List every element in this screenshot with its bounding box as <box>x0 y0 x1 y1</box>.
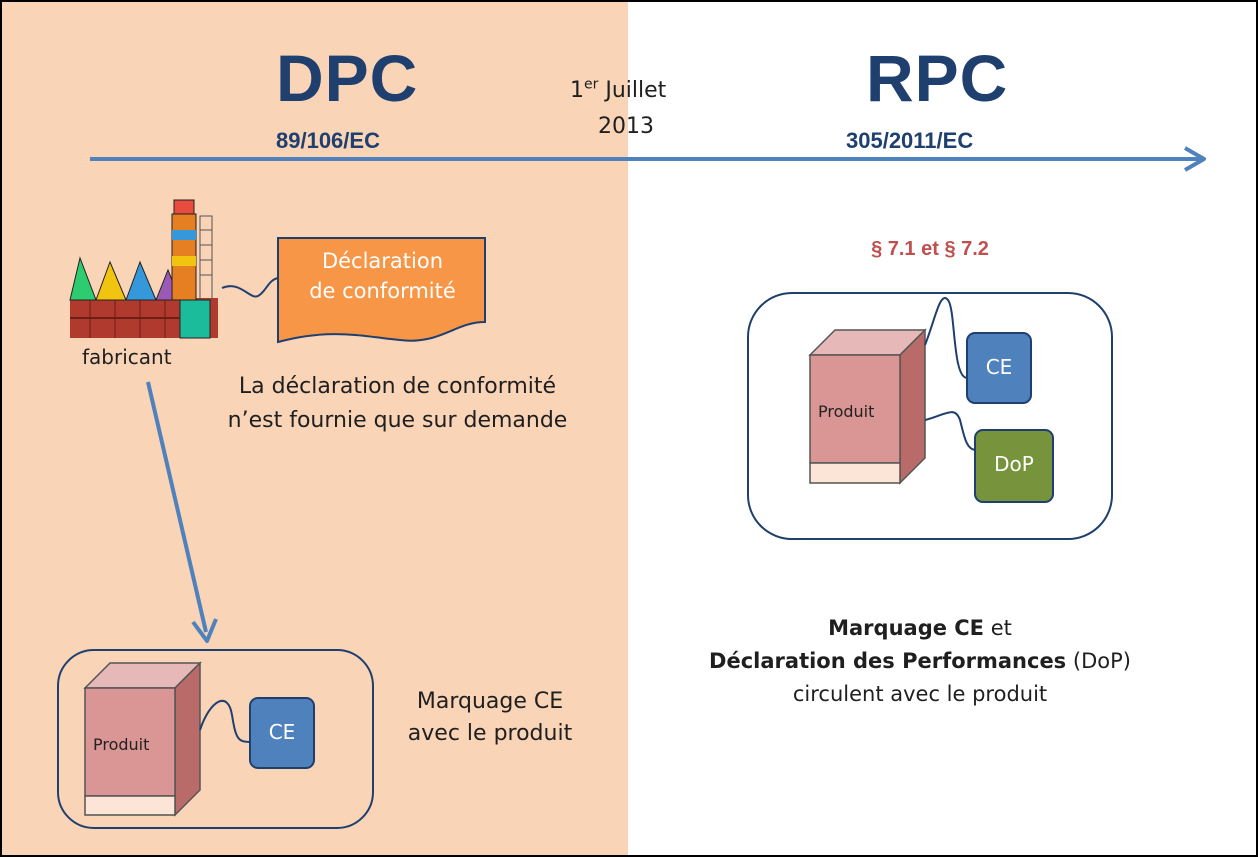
dpc-reference: 89/106/EC <box>276 128 380 153</box>
dpc-note-line1: La déclaration de conformité <box>238 374 557 399</box>
manufacturer-product-arrow-head <box>191 618 218 643</box>
rpc-paragraph-ref: § 7.1 et § 7.2 <box>871 238 989 260</box>
manufacturer-product-arrow <box>146 381 208 633</box>
rpc-ce-label: CE <box>985 355 1013 379</box>
rpc-ce-tag <box>966 332 1032 404</box>
rpc-dop-tag <box>974 429 1054 503</box>
rpc-caption: Marquage CE et Déclaration des Performan… <box>640 612 1200 711</box>
dpc-product-frame <box>57 649 374 829</box>
rpc-caption-text1: et <box>990 616 1012 640</box>
rpc-caption-bold1: Marquage CE <box>828 616 985 640</box>
rpc-dop-label: DoP <box>994 452 1034 476</box>
rpc-title: RPC <box>866 41 1009 115</box>
document-shape <box>277 237 486 344</box>
manufacturer-label: fabricant <box>82 345 172 369</box>
rpc-reference: 305/2011/EC <box>846 128 974 153</box>
dpc-ce-tag <box>249 697 315 769</box>
rpc-ce-connector <box>924 297 969 379</box>
dpc-caption-line1: Marquage CE <box>416 689 564 714</box>
dpc-caption-line2: avec le produit <box>407 721 573 746</box>
date-suffix: er <box>584 76 599 93</box>
rpc-dop-connector <box>924 411 977 451</box>
date-year: 2013 <box>598 114 654 139</box>
factory-icon <box>69 199 218 339</box>
date-day: 1 <box>570 78 584 103</box>
dpc-product-label: Produit <box>93 735 150 754</box>
factory-document-connector <box>221 277 279 298</box>
rpc-product-box <box>808 328 927 485</box>
document-label: Déclaration de conformité <box>280 246 485 306</box>
rpc-caption-text2: (DoP) <box>1072 649 1131 673</box>
dpc-note-line2: n’est fournie que sur demande <box>227 408 568 433</box>
dpc-title: DPC <box>276 41 419 115</box>
document-label-line1: Déclaration <box>321 249 444 273</box>
transition-date-line1: 1er Juillet <box>570 78 666 103</box>
document-label-line2: de conformité <box>309 279 456 303</box>
rpc-caption-line2: Déclaration des Performances (DoP) <box>640 645 1200 678</box>
rpc-caption-line1: Marquage CE et <box>640 612 1200 645</box>
dpc-note: La déclaration de conformité n’est fourn… <box>195 370 600 438</box>
rpc-caption-bold2: Déclaration des Performances <box>709 649 1067 673</box>
dpc-ce-connector <box>199 700 253 743</box>
date-month: Juillet <box>605 78 667 103</box>
rpc-product-frame <box>747 292 1113 540</box>
timeline-arrow-head <box>1183 146 1206 172</box>
rpc-caption-line3: circulent avec le produit <box>792 682 1048 706</box>
dpc-caption: Marquage CE avec le produit <box>375 686 605 750</box>
dpc-product-box <box>83 661 202 817</box>
rpc-product-label: Produit <box>818 402 875 421</box>
dpc-ce-label: CE <box>268 720 296 744</box>
